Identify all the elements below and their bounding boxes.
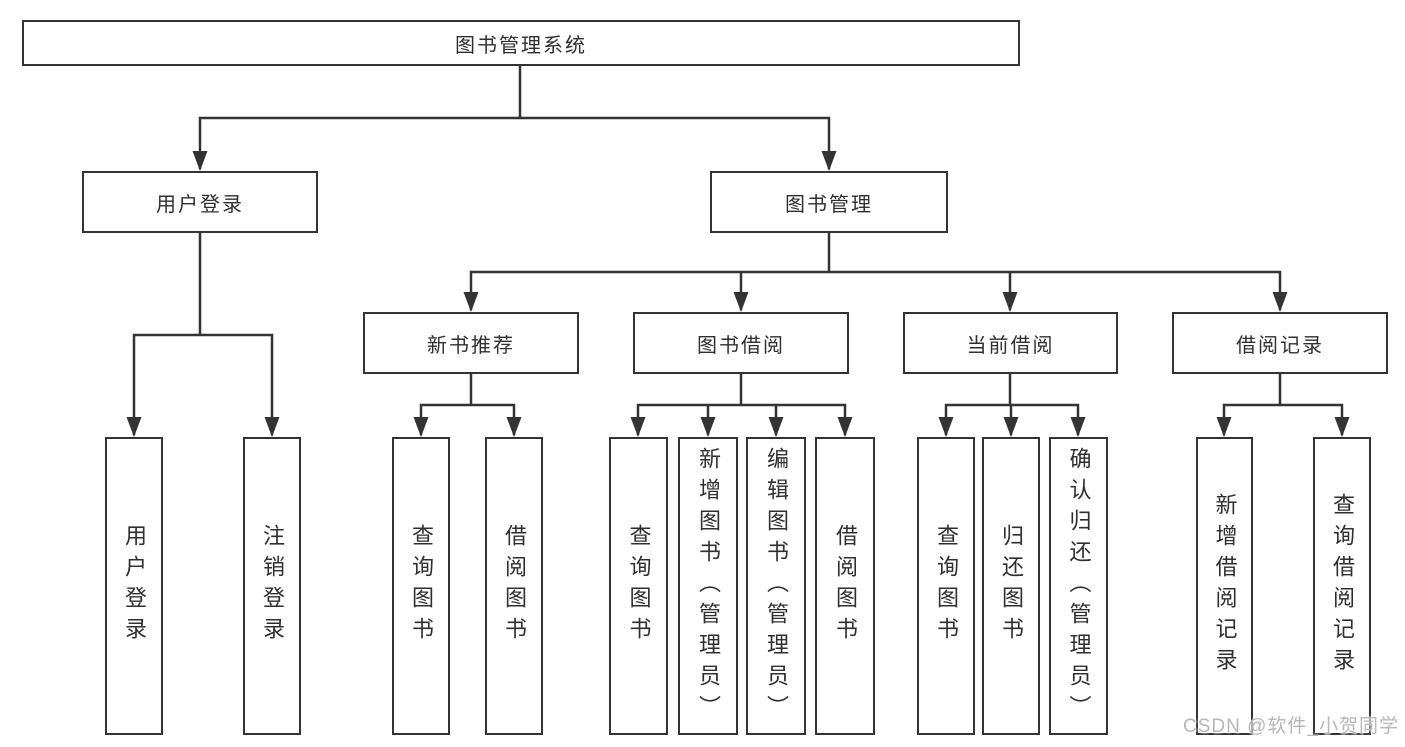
leaf-logout: 注销登录 <box>243 437 301 735</box>
node-label: 用户登录 <box>122 524 147 648</box>
leaf-add-books-admin: 新增图书（管理员） <box>678 437 738 735</box>
node-label: 借阅记录 <box>1236 334 1324 357</box>
node-new-book-recommendation: 新书推荐 <box>363 312 579 374</box>
node-label: 新书推荐 <box>427 334 515 357</box>
node-book-borrowing: 图书借阅 <box>633 312 849 374</box>
leaf-user-login: 用户登录 <box>105 437 163 735</box>
node-label: 当前借阅 <box>966 334 1055 357</box>
node-label: 注销登录 <box>260 524 285 648</box>
leaf-borrow-books: 借阅图书 <box>815 437 875 735</box>
node-label: 借阅图书 <box>502 524 527 648</box>
node-label: 图书借阅 <box>697 334 785 357</box>
node-label: 确认归还（管理员） <box>1066 446 1092 726</box>
arrowheads <box>126 151 1350 437</box>
node-label: 编辑图书（管理员） <box>764 446 789 726</box>
leaf-borrow-books-recommend: 借阅图书 <box>485 437 543 735</box>
node-label: 图书管理系统 <box>455 34 587 57</box>
leaf-edit-books-admin: 编辑图书（管理员） <box>746 437 806 735</box>
csdn-watermark: CSDN @软件_小贺同学 <box>1183 716 1399 737</box>
leaf-confirm-return-admin: 确认归还（管理员） <box>1049 437 1108 735</box>
node-library-management-system: 图书管理系统 <box>22 20 1020 66</box>
node-label: 查询图书 <box>626 524 652 648</box>
node-book-management: 图书管理 <box>710 171 948 233</box>
leaf-query-books-recommend: 查询图书 <box>392 437 450 735</box>
node-label: 新增借阅记录 <box>1212 493 1238 679</box>
node-label: 归还图书 <box>999 524 1024 648</box>
node-label: 查询借阅记录 <box>1330 493 1355 679</box>
node-borrowing-records: 借阅记录 <box>1172 312 1388 374</box>
leaf-query-books-borrow: 查询图书 <box>609 437 668 735</box>
node-current-borrowing: 当前借阅 <box>903 312 1118 374</box>
node-label: 用户登录 <box>156 193 244 216</box>
node-label: 查询图书 <box>934 524 959 648</box>
leaf-return-books: 归还图书 <box>982 437 1040 735</box>
leaf-add-borrow-record: 新增借阅记录 <box>1196 437 1253 735</box>
elbow-lines <box>132 64 1344 436</box>
node-label: 借阅图书 <box>833 524 858 648</box>
leaf-query-borrow-record: 查询借阅记录 <box>1313 437 1371 735</box>
node-label: 新增图书（管理员） <box>696 446 721 726</box>
node-label: 图书管理 <box>785 193 873 216</box>
leaf-query-books-current: 查询图书 <box>917 437 975 735</box>
node-user-login: 用户登录 <box>82 171 318 233</box>
node-label: 查询图书 <box>409 524 434 648</box>
